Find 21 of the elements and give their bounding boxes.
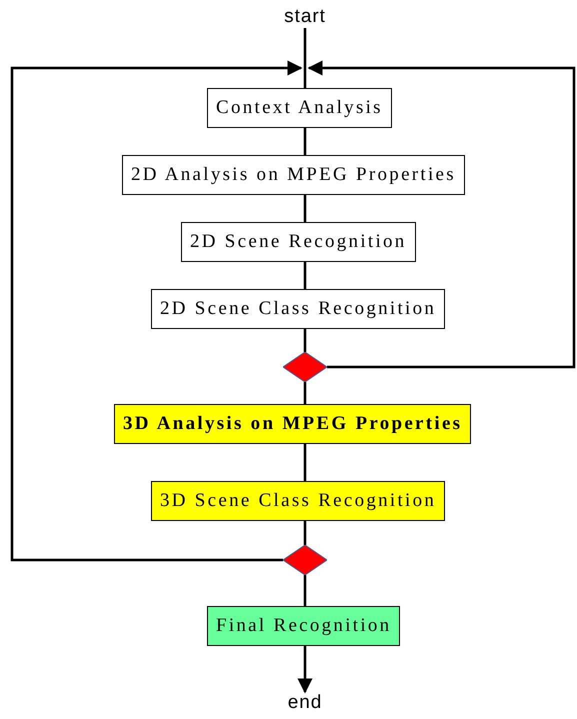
process-box: Context Analysis xyxy=(207,88,392,128)
connector-line xyxy=(304,382,306,404)
connector-line xyxy=(304,195,306,222)
connector-line xyxy=(304,444,306,481)
connector-line xyxy=(304,128,306,155)
process-box: Final Recognition xyxy=(207,606,400,646)
connector-line xyxy=(304,575,306,606)
connector-line xyxy=(304,262,306,289)
connector-line xyxy=(304,28,306,88)
connector-line xyxy=(304,521,306,545)
process-box: 3D Scene Class Recognition xyxy=(151,481,446,521)
connector-line xyxy=(304,329,306,352)
terminal-label: start xyxy=(284,6,326,28)
process-box: 2D Scene Recognition xyxy=(181,222,416,262)
process-box: 2D Analysis on MPEG Properties xyxy=(122,155,465,195)
connector-line xyxy=(308,60,576,368)
process-box: 2D Scene Class Recognition xyxy=(151,289,446,329)
connector-line xyxy=(298,646,312,694)
connector-line xyxy=(10,60,302,562)
terminal-label: end xyxy=(288,692,322,714)
process-box: 3D Analysis on MPEG Properties xyxy=(114,404,472,444)
